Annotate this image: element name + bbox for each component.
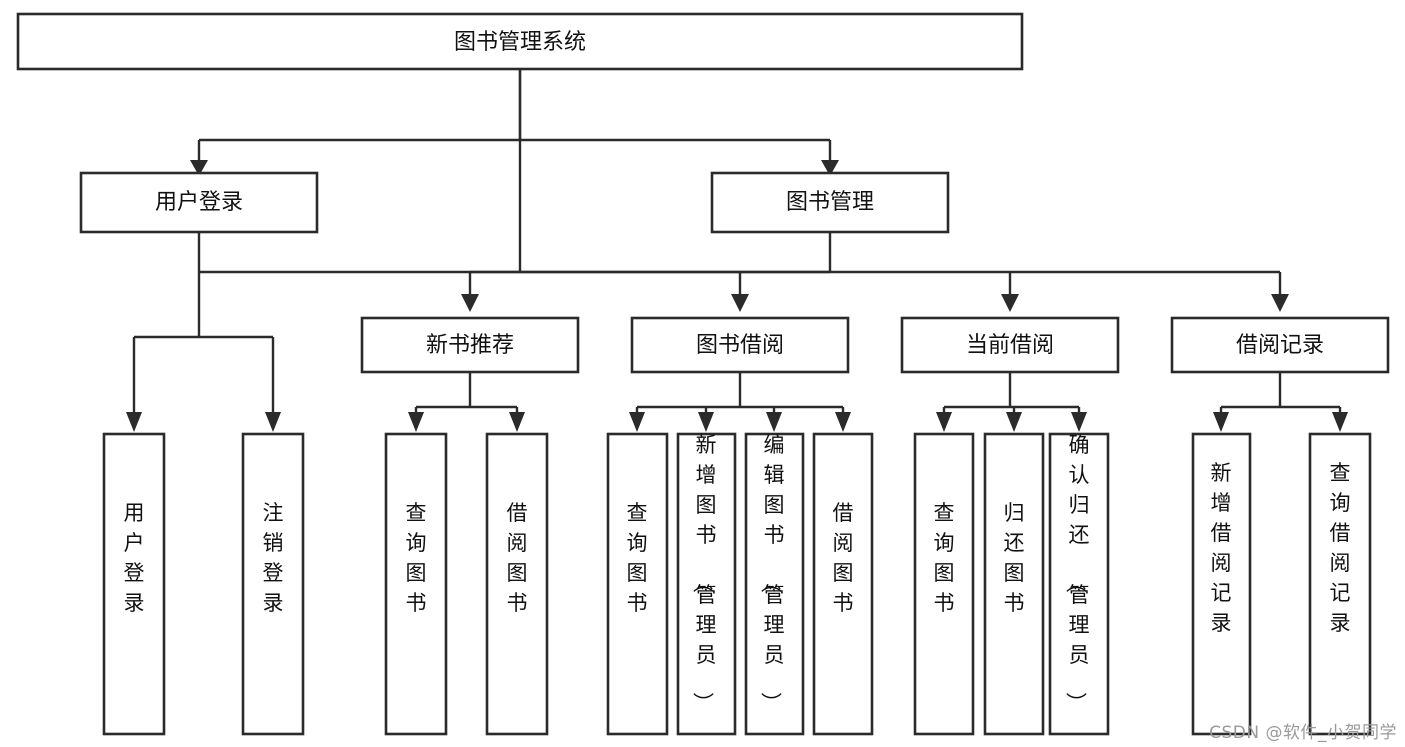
- arrow-to-current-borrow: [1001, 294, 1019, 312]
- node-leaf-query-book-current-box[interactable]: [913, 432, 975, 736]
- node-leaf-user-login-label: 用户登录: [124, 501, 145, 615]
- node-leaf-logout-box[interactable]: [241, 432, 305, 736]
- node-user-login[interactable]: 用户登录: [79, 171, 319, 234]
- node-leaf-query-book-current-label: 查询图书: [934, 501, 955, 615]
- node-book-management-label: 图书管理: [786, 190, 874, 215]
- node-book-management[interactable]: 图书管理: [710, 171, 950, 234]
- node-user-login-label: 用户登录: [155, 190, 243, 215]
- node-new-book-recommend-label: 新书推荐: [426, 333, 514, 358]
- node-new-book-recommend-box[interactable]: [360, 316, 580, 374]
- node-leaf-query-borrow-record-box[interactable]: [1308, 432, 1372, 736]
- node-leaf-borrow-book-recommend-label: 借阅图书: [507, 501, 528, 615]
- node-leaf-edit-book-admin-box[interactable]: [744, 432, 805, 736]
- node-leaf-borrow-book-recommend-box[interactable]: [485, 432, 549, 736]
- node-book-borrow-box[interactable]: [630, 316, 850, 374]
- node-new-book-recommend[interactable]: 新书推荐: [360, 316, 580, 374]
- arrow-to-leaf-add-book-admin: [698, 412, 714, 432]
- node-leaf-return-book-label: 归还图书: [1004, 501, 1025, 615]
- arrow-to-book-management: [821, 160, 839, 176]
- node-leaf-query-borrow-record[interactable]: 查询借阅记录: [1308, 432, 1372, 736]
- node-book-management-box[interactable]: [710, 171, 950, 234]
- node-leaf-confirm-return-admin-box[interactable]: [1048, 432, 1110, 736]
- node-leaf-user-login-box[interactable]: [102, 432, 166, 736]
- arrow-to-leaf-edit-book-admin: [766, 412, 782, 432]
- node-leaf-logout-label: 注销登录: [263, 501, 284, 615]
- node-user-login-box[interactable]: [79, 171, 319, 234]
- node-leaf-borrow-book-label: 借阅图书: [833, 501, 854, 615]
- arrow-to-leaf-return-book: [1006, 412, 1022, 432]
- node-book-borrow-label: 图书借阅: [696, 333, 784, 358]
- arrow-to-leaf-confirm-return-admin: [1071, 412, 1087, 432]
- arrow-to-leaf-query-book-recommend: [408, 412, 424, 432]
- node-leaf-logout[interactable]: 注销登录: [241, 432, 305, 736]
- node-leaf-query-book-recommend[interactable]: 查询图书: [384, 432, 448, 736]
- node-current-borrow[interactable]: 当前借阅: [900, 316, 1120, 374]
- arrow-to-leaf-logout: [265, 412, 281, 432]
- node-leaf-query-book-borrow[interactable]: 查询图书: [606, 432, 669, 736]
- arrow-to-leaf-user-login: [126, 412, 142, 432]
- node-leaf-add-borrow-record-box[interactable]: [1191, 432, 1252, 736]
- arrow-to-leaf-query-book-borrow: [629, 412, 645, 432]
- arrow-to-user-login: [190, 160, 208, 176]
- node-leaf-user-login[interactable]: 用户登录: [102, 432, 166, 736]
- node-leaf-query-book-current[interactable]: 查询图书: [913, 432, 975, 736]
- node-borrow-records-label: 借阅记录: [1236, 333, 1324, 358]
- node-root[interactable]: 图书管理系统: [16, 12, 1024, 71]
- csdn-watermark: CSDN @软件_小贺同学: [1209, 723, 1397, 743]
- arrow-to-leaf-borrow-book: [835, 412, 851, 432]
- node-leaf-add-borrow-record[interactable]: 新增借阅记录: [1191, 432, 1252, 736]
- node-leaf-add-borrow-record-label: 新增借阅记录: [1211, 461, 1232, 635]
- arrow-to-borrow-records: [1271, 294, 1289, 312]
- node-leaf-query-borrow-record-label: 查询借阅记录: [1330, 461, 1351, 635]
- node-leaf-return-book[interactable]: 归还图书: [983, 432, 1045, 736]
- node-leaf-add-book-admin[interactable]: 新增图书（管理员）: [676, 432, 737, 736]
- node-leaf-edit-book-admin-label: 编辑图书（管理员）: [759, 433, 785, 713]
- node-book-borrow[interactable]: 图书借阅: [630, 316, 850, 374]
- arrow-to-leaf-add-borrow-record: [1213, 412, 1229, 432]
- node-current-borrow-box[interactable]: [900, 316, 1120, 374]
- node-leaf-query-book-recommend-label: 查询图书: [406, 501, 427, 615]
- node-root-label: 图书管理系统: [454, 30, 586, 55]
- node-leaf-add-book-admin-box[interactable]: [676, 432, 737, 736]
- arrow-to-leaf-query-borrow-record: [1332, 412, 1348, 432]
- arrow-to-leaf-query-book-current: [936, 412, 952, 432]
- arrow-to-leaf-borrow-book-recommend: [509, 412, 525, 432]
- node-leaf-confirm-return-admin-label: 确认归还（管理员）: [1064, 433, 1090, 713]
- node-borrow-records-box[interactable]: [1170, 316, 1390, 374]
- node-leaf-query-book-borrow-box[interactable]: [606, 432, 669, 736]
- node-leaf-query-book-recommend-box[interactable]: [384, 432, 448, 736]
- node-leaf-borrow-book-box[interactable]: [812, 432, 874, 736]
- node-leaf-borrow-book[interactable]: 借阅图书: [812, 432, 874, 736]
- node-leaf-confirm-return-admin[interactable]: 确认归还（管理员）: [1048, 432, 1110, 736]
- arrow-to-book-borrow: [731, 294, 749, 312]
- node-leaf-query-book-borrow-label: 查询图书: [627, 501, 648, 615]
- connector-layer: [126, 69, 1348, 432]
- arrow-to-new-book-recommend: [461, 294, 479, 312]
- node-leaf-return-book-box[interactable]: [983, 432, 1045, 736]
- node-root-box[interactable]: [16, 12, 1024, 71]
- node-leaf-borrow-book-recommend[interactable]: 借阅图书: [485, 432, 549, 736]
- node-leaf-add-book-admin-label: 新增图书（管理员）: [691, 433, 717, 713]
- node-borrow-records[interactable]: 借阅记录: [1170, 316, 1390, 374]
- node-current-borrow-label: 当前借阅: [966, 333, 1054, 358]
- node-leaf-edit-book-admin[interactable]: 编辑图书（管理员）: [744, 432, 805, 736]
- node-layer: 图书管理系统 用户登录 图书管理 新书推荐 图书借阅 当前: [16, 12, 1390, 736]
